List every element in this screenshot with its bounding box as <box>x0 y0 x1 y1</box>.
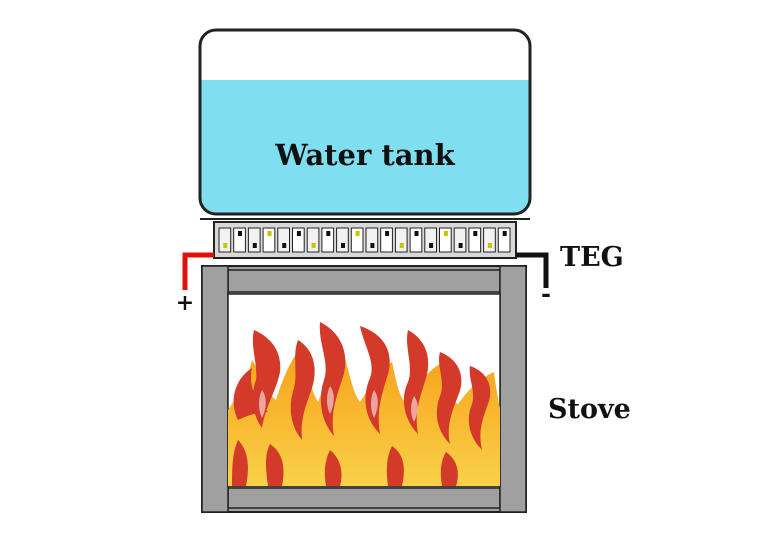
teg-junction <box>341 243 345 248</box>
fire <box>228 322 500 486</box>
teg-cell <box>424 227 437 253</box>
teg-junction <box>311 243 316 248</box>
teg-junction <box>443 231 448 236</box>
teg-cell <box>394 227 408 253</box>
negative-terminal-label: - <box>541 279 551 308</box>
water-tank-label: Water tank <box>274 138 455 172</box>
teg-junction <box>487 243 492 248</box>
tank-body <box>200 80 530 214</box>
stove-top-bar <box>227 269 501 293</box>
teg-junction <box>326 231 331 236</box>
stove-label: Stove <box>548 394 631 425</box>
teg-junction <box>458 243 463 248</box>
teg-junction <box>223 243 228 248</box>
teg-cell <box>483 227 496 253</box>
flame-highlights <box>259 386 418 422</box>
teg-cell <box>321 227 335 253</box>
tank-outline <box>198 28 532 216</box>
negative-wire <box>516 252 549 288</box>
teg-module <box>213 221 517 259</box>
teg-junction <box>252 243 257 248</box>
teg-junction <box>414 231 419 236</box>
stove-bottom-bar <box>227 487 501 509</box>
teg-cell <box>233 227 246 253</box>
teg-cell <box>262 227 276 253</box>
teg-junction <box>282 243 287 248</box>
teg-cell <box>409 227 423 253</box>
teg-junction <box>473 231 478 236</box>
teg-junction <box>370 243 375 248</box>
teg-cell <box>292 227 305 253</box>
teg-cell <box>277 227 290 253</box>
teg-cell <box>365 227 379 253</box>
stove-right-post <box>499 265 527 513</box>
positive-wire <box>182 252 214 290</box>
teg-cell <box>468 227 482 253</box>
teg-cell <box>336 227 349 253</box>
teg-junction <box>429 243 434 248</box>
teg-junction <box>296 231 301 236</box>
stove-left-post <box>201 265 229 513</box>
teg-cell <box>218 227 232 253</box>
teg-cell <box>453 227 467 253</box>
teg-junction <box>238 231 242 236</box>
teg-junction <box>355 231 360 236</box>
teg-cell <box>350 227 364 253</box>
teg-junction <box>267 231 272 236</box>
teg-cell <box>439 227 452 253</box>
teg-cell <box>247 227 261 253</box>
teg-junction <box>502 231 507 236</box>
teg-junction <box>385 231 390 236</box>
teg-cell <box>380 227 393 253</box>
teg-junction <box>399 243 404 248</box>
teg-label: TEG <box>560 242 624 273</box>
positive-terminal-label: + <box>176 290 194 316</box>
teg-cell <box>306 227 320 253</box>
stove: Stove <box>201 265 631 513</box>
teg-cell <box>497 227 511 253</box>
water-tank: Water tank <box>198 28 532 220</box>
teg-cells <box>218 227 511 253</box>
